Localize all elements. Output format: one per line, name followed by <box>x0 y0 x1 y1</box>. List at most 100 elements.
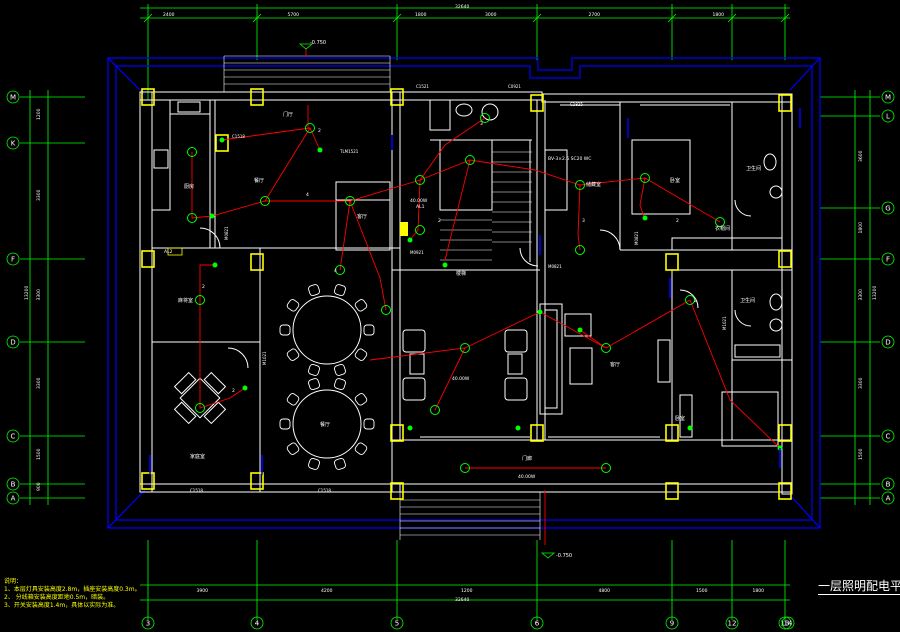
chair <box>354 348 368 361</box>
door-m5: M0821 <box>634 231 639 245</box>
grid-bubble: D <box>881 335 895 349</box>
door-c6: C1518 <box>318 488 331 493</box>
room-kitchen: 厨房 <box>184 183 194 190</box>
level-markers: -0.750 -0.750 <box>298 40 572 559</box>
dimension-text: 1200 <box>461 588 473 594</box>
room-labels: 厨房 餐厅 餐厅 麻将室 家庭室 门厅 客厅 楼梯 卧室 卫生间 卫生间 卧室 … <box>178 111 761 462</box>
svg-text:K: K <box>11 140 16 148</box>
chair <box>308 284 320 297</box>
switch <box>687 425 693 431</box>
grid-bubble: B <box>6 477 20 491</box>
room-wardrobe: 衣帽间 <box>715 225 730 232</box>
tag-w9: 2 <box>694 298 697 304</box>
ceiling-light <box>195 295 205 305</box>
ceiling-light <box>460 463 470 473</box>
ceiling-light <box>415 225 425 235</box>
ceiling-light <box>480 113 490 123</box>
ceiling-light <box>345 196 355 206</box>
light-fixtures <box>187 113 783 473</box>
dimension-text: 3300 <box>858 377 864 389</box>
svg-text:M: M <box>885 94 891 102</box>
svg-text:12: 12 <box>728 620 737 628</box>
room-bed2: 卧室 <box>675 415 685 422</box>
door-m4: M1021 <box>262 351 267 365</box>
ceiling-light <box>260 196 270 206</box>
ceiling-light <box>305 123 315 133</box>
grid-bubble: 5 <box>390 616 404 630</box>
dimension-text: 4800 <box>599 588 611 594</box>
switch <box>242 385 248 391</box>
grid-bubble: C <box>881 429 895 443</box>
svg-text:C: C <box>11 433 16 441</box>
ceiling-light <box>575 180 585 190</box>
grid-bubble: 3 <box>141 616 155 630</box>
dimension-text: 2700 <box>589 12 601 18</box>
ceiling-light <box>195 403 205 413</box>
svg-text:L: L <box>886 113 890 121</box>
column <box>665 424 679 442</box>
svg-text:F: F <box>886 256 890 264</box>
chair <box>286 393 300 406</box>
svg-text:3: 3 <box>146 620 150 628</box>
svg-text:A: A <box>11 495 16 503</box>
room-hall: 客厅 <box>357 213 367 220</box>
column <box>778 424 792 442</box>
tag-box1: AL1 <box>416 204 425 210</box>
grid-bubble: 9 <box>665 616 679 630</box>
grid-bubble: 4 <box>250 616 264 630</box>
ceiling-light <box>430 405 440 415</box>
tag-w7: 2 <box>676 218 679 224</box>
room-family: 家庭室 <box>190 453 205 460</box>
room-mahjong: 麻将室 <box>178 297 193 304</box>
tag-w3: 4 <box>306 192 309 198</box>
room-living: 客厅 <box>610 361 620 368</box>
tag-w5: 2 <box>232 388 235 394</box>
switch <box>537 309 543 315</box>
dimension-total: 32640 <box>455 597 469 603</box>
outlets <box>149 108 801 475</box>
switch <box>407 237 413 243</box>
grid-bubble: L <box>881 109 895 123</box>
chair <box>354 393 368 406</box>
svg-text:G: G <box>885 205 890 213</box>
chair <box>308 363 320 376</box>
door-m1: M0821 <box>224 226 229 240</box>
grid-bubble: C <box>6 429 20 443</box>
dimension-text: 1800 <box>858 222 864 234</box>
column <box>778 250 792 268</box>
room-porch: 门廊 <box>522 455 532 462</box>
room-restaurant: 餐厅 <box>254 177 264 184</box>
room-dining: 餐厅 <box>320 421 330 428</box>
chair <box>363 324 375 336</box>
chair <box>334 457 346 470</box>
door-c5: C1518 <box>190 488 203 493</box>
ceiling-light <box>187 147 197 157</box>
grid-bubble: F <box>6 252 20 266</box>
svg-text:13: 13 <box>781 620 790 628</box>
door-c4: C1825 <box>570 102 583 107</box>
ceiling-light <box>601 343 611 353</box>
switch <box>219 137 225 143</box>
dining-chairs <box>279 284 375 470</box>
ceiling-light <box>415 175 425 185</box>
room-bath2: 卫生间 <box>740 297 755 304</box>
eave-outline <box>107 57 821 529</box>
door-tlm: TLM1521 <box>339 149 359 154</box>
dimension-text: 1200 <box>36 108 42 120</box>
switch <box>515 425 521 431</box>
armchairs <box>402 329 528 401</box>
dimension-text: 1500 <box>696 588 708 594</box>
chair <box>334 284 346 297</box>
switch <box>442 262 448 268</box>
switch <box>209 213 215 219</box>
grid-bubble: M <box>6 90 20 104</box>
column <box>141 250 155 268</box>
door-c3: C0921 <box>508 84 521 89</box>
tag-w8: 4 <box>334 268 337 274</box>
structural-columns <box>141 88 792 500</box>
ceiling-light <box>381 305 391 315</box>
column <box>390 88 404 106</box>
level-bottom: -0.750 <box>556 553 572 559</box>
